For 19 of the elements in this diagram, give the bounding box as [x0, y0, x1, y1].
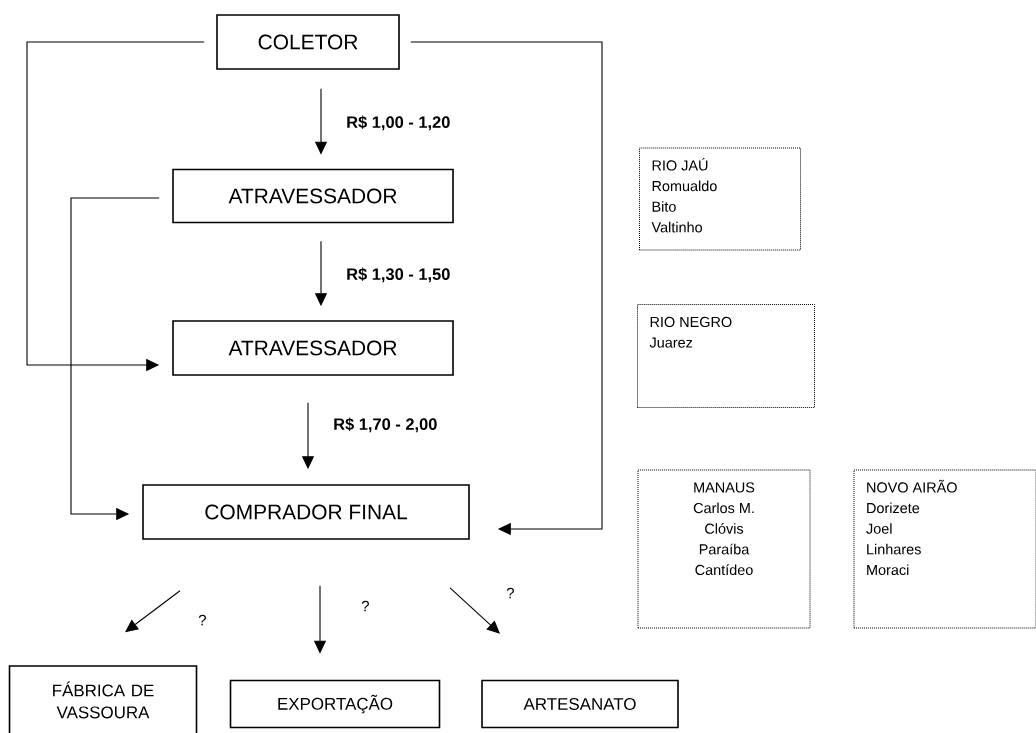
- edge-label: ?: [197, 613, 208, 627]
- edge-label: R$ 1,00 - 1,20: [345, 114, 452, 132]
- edge-label: R$ 1,30 - 1,50: [345, 266, 452, 284]
- process-box: COMPRADOR FINAL: [142, 484, 470, 540]
- arrow: [410, 41, 603, 536]
- destination-box: EXPORTAÇÃO: [229, 679, 441, 729]
- process-box: COLETOR: [216, 14, 400, 70]
- location-box: NOVO AIRÃO Dorizete Joel Linhares Moraci: [853, 469, 1036, 629]
- location-box: RIO JAÚ Romualdo Bito Valtinho: [639, 147, 801, 251]
- edge-label: ?: [505, 586, 516, 600]
- destination-box: FÁBRICA DE VASSOURA: [8, 665, 198, 733]
- location-box: MANAUS Carlos M. Clóvis Paraíba Cantídeo: [637, 469, 811, 629]
- process-box: ATRAVESSADOR: [172, 320, 454, 376]
- edge-label: ?: [360, 599, 371, 613]
- arrow: [449, 587, 500, 634]
- edge-label: R$ 1,70 - 2,00: [332, 416, 439, 434]
- location-box: RIO NEGRO Juarez: [637, 304, 815, 408]
- destination-box: ARTESANATO: [481, 679, 679, 729]
- process-box: ATRAVESSADOR: [172, 168, 454, 224]
